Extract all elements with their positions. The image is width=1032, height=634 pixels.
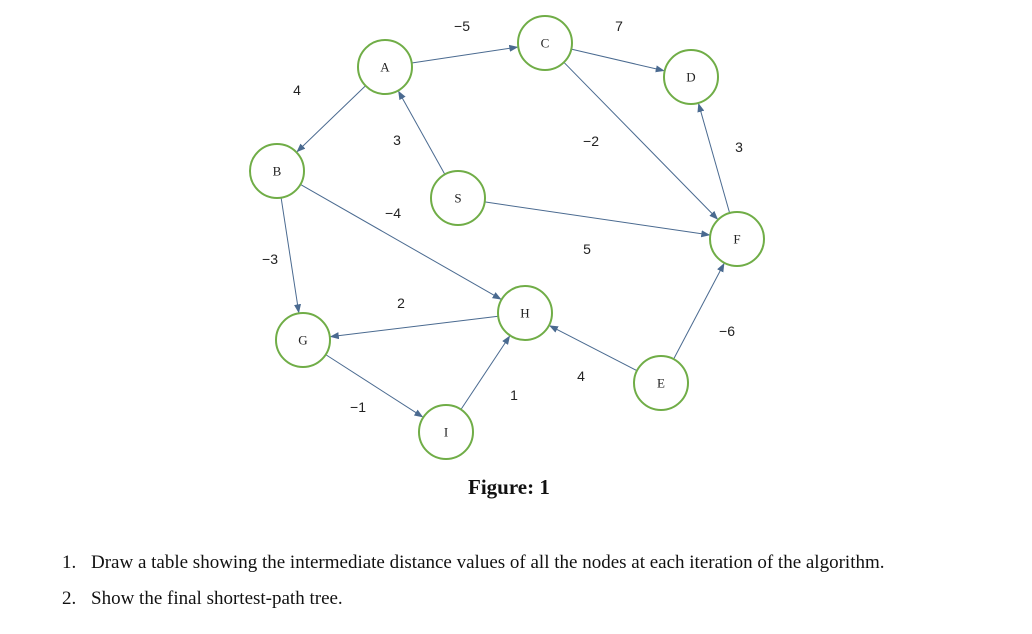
- edge-h-g: [329, 315, 499, 340]
- node-g: G: [275, 312, 331, 368]
- edge-weight-b-h: −4: [385, 205, 401, 221]
- edge-s-a: [398, 90, 446, 175]
- edge-e-h: [549, 325, 638, 372]
- edge-e-f: [673, 262, 725, 360]
- node-circle: [418, 404, 474, 460]
- node-circle: [633, 355, 689, 411]
- edge-i-h: [460, 335, 511, 410]
- edge-weight-i-h: 1: [510, 387, 518, 403]
- edge-b-g: [280, 197, 301, 314]
- node-e: E: [633, 355, 689, 411]
- edge-f-d: [697, 102, 731, 214]
- graph-diagram: −5 7 4 3 −2 3 −4 5 −3 2 −6 4 −1 1 A B C D S F G H E I: [249, 15, 765, 460]
- edge-weight-e-f: −6: [719, 323, 735, 339]
- question-text: Show the final shortest-path tree.: [91, 588, 343, 609]
- node-h: H: [497, 285, 553, 341]
- question-2: 2. Show the final shortest-path tree.: [62, 588, 343, 610]
- node-circle: [275, 312, 331, 368]
- node-i: I: [418, 404, 474, 460]
- edge-s-f: [484, 201, 711, 238]
- question-number: 2.: [62, 588, 77, 609]
- node-f: F: [709, 211, 765, 267]
- node-label: G: [298, 333, 307, 348]
- node-circle: [430, 170, 486, 226]
- edge-g-i: [325, 354, 424, 418]
- question-number: 1.: [62, 552, 77, 573]
- node-label: C: [541, 36, 550, 51]
- edge-weight-b-g: −3: [262, 251, 278, 267]
- node-circle: [663, 49, 719, 105]
- node-circle: [709, 211, 765, 267]
- node-label: S: [454, 191, 461, 206]
- node-circle: [357, 39, 413, 95]
- figure-caption: Figure: 1: [468, 475, 550, 499]
- edge-c-f: [563, 61, 719, 220]
- question-text: Draw a table showing the intermediate di…: [91, 552, 885, 573]
- edge-weight-c-f: −2: [583, 133, 599, 149]
- edge-weights: −5 7 4 3 −2 3 −4 5 −3 2 −6 4 −1 1: [262, 18, 743, 415]
- node-label: E: [657, 376, 665, 391]
- node-b: B: [249, 143, 305, 199]
- edge-weight-a-c: −5: [454, 18, 470, 34]
- edge-a-c: [411, 44, 519, 64]
- node-d: D: [663, 49, 719, 105]
- node-label: F: [733, 232, 740, 247]
- edge-weight-e-h: 4: [577, 368, 585, 384]
- node-a: A: [357, 39, 413, 95]
- edge-weight-f-d: 3: [735, 139, 743, 155]
- edge-a-b: [296, 85, 366, 153]
- nodes: A B C D S F G H E I: [249, 15, 765, 460]
- node-label: H: [520, 306, 529, 321]
- edge-weight-s-f: 5: [583, 241, 591, 257]
- edge-weight-g-i: −1: [350, 399, 366, 415]
- node-circle: [517, 15, 573, 71]
- edge-b-h: [300, 183, 502, 300]
- node-label: B: [273, 164, 282, 179]
- node-circle: [249, 143, 305, 199]
- node-c: C: [517, 15, 573, 71]
- question-1: 1. Draw a table showing the intermediate …: [62, 552, 885, 574]
- edge-c-d: [571, 48, 665, 73]
- edge-weight-s-a: 3: [393, 132, 401, 148]
- node-label: I: [444, 425, 448, 440]
- edge-weight-h-g: 2: [397, 295, 405, 311]
- node-circle: [497, 285, 553, 341]
- node-label: D: [686, 70, 695, 85]
- edges: [280, 44, 731, 418]
- edge-weight-c-d: 7: [615, 18, 623, 34]
- node-label: A: [380, 60, 390, 75]
- node-s: S: [430, 170, 486, 226]
- edge-weight-a-b: 4: [293, 82, 301, 98]
